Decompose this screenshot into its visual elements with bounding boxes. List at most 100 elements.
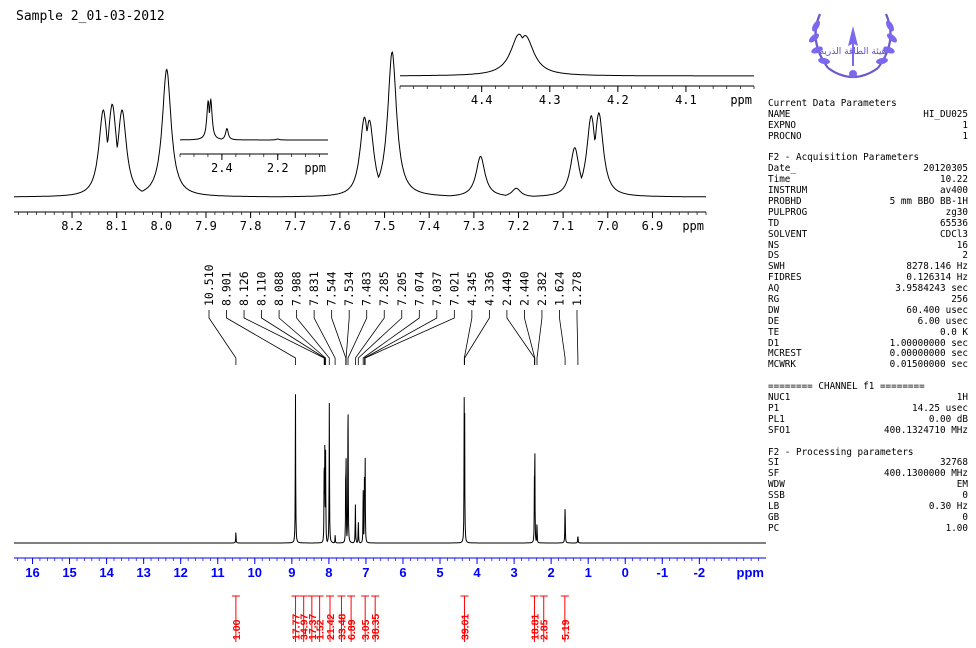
- x-tick-label: 7.5: [374, 219, 396, 233]
- param-key: NAME: [768, 108, 791, 120]
- peak-label: 1.278: [570, 271, 584, 306]
- param-value: 65536: [940, 217, 968, 229]
- param-section-title: F2 - Acquisition Parameters: [768, 152, 920, 164]
- x-tick-label: 14: [99, 565, 114, 580]
- param-value: 0.0 K: [940, 326, 968, 338]
- methyl-expansion-trace: [180, 97, 328, 141]
- param-section-title: Current Data Parameters: [768, 98, 897, 109]
- param-section-title: ======== CHANNEL f1 ========: [768, 381, 925, 393]
- x-tick-label: 7: [362, 565, 369, 580]
- param-value: av400: [940, 185, 968, 197]
- param-key: FIDRES: [768, 272, 802, 284]
- param-key: DS: [768, 250, 780, 262]
- x-tick-label: 13: [136, 565, 150, 580]
- peak-label: 8.088: [272, 271, 286, 306]
- x-tick-label: 16: [25, 565, 39, 580]
- peak-label: 2.449: [500, 271, 514, 306]
- x-tick-label: 4.2: [607, 93, 629, 107]
- param-key: PC: [768, 522, 780, 534]
- param-key: SF: [768, 468, 780, 480]
- param-key: AQ: [768, 283, 780, 295]
- peak-label: 7.831: [307, 271, 321, 306]
- x-tick-label: 4.4: [471, 93, 493, 107]
- x-tick-label: 8.1: [106, 219, 128, 233]
- x-tick-label: 7.0: [597, 219, 619, 233]
- param-value: HI_DU025: [923, 108, 968, 120]
- x-tick-label: 12: [173, 565, 187, 580]
- x-axis-title: ppm: [737, 565, 764, 580]
- param-key: SI: [768, 457, 780, 469]
- peak-label: 4.336: [482, 271, 496, 306]
- integral-value: 18.81: [529, 614, 541, 640]
- integral-value: 38.35: [370, 614, 382, 640]
- param-key: Date_: [768, 163, 796, 175]
- param-value: 1.00: [945, 522, 968, 534]
- integral-value: 3.05: [360, 619, 372, 640]
- peak-label: 8.110: [255, 271, 269, 306]
- peak-label-connector: [576, 310, 579, 365]
- integral-value: 6.89: [346, 619, 358, 640]
- x-tick-label: 7.9: [195, 219, 217, 233]
- x-tick-label: 4.3: [539, 93, 561, 107]
- x-tick-label: 5: [436, 565, 443, 580]
- peak-label: 1.624: [552, 271, 566, 306]
- x-tick-label: 0: [622, 565, 629, 580]
- peak-label: 7.205: [395, 271, 409, 306]
- peak-label: 10.510: [202, 264, 216, 306]
- peak-label: 7.988: [290, 271, 304, 306]
- peak-label-connector: [506, 310, 535, 365]
- peak-label: 7.285: [377, 271, 391, 306]
- param-row: Date_20120305: [768, 163, 968, 175]
- peak-label-connector: [536, 310, 543, 365]
- param-key: PL1: [768, 413, 785, 425]
- x-tick-label: 2.2: [267, 161, 289, 175]
- param-value: EM: [956, 479, 968, 491]
- x-tick-label: 9: [288, 565, 295, 580]
- param-value: 0: [962, 490, 968, 502]
- x-tick-label: 7.3: [463, 219, 485, 233]
- param-value: 14.25 usec: [912, 402, 968, 414]
- param-key: P1: [768, 402, 780, 414]
- x-tick-label: -1: [656, 565, 668, 580]
- peak-label-connector: [243, 310, 325, 365]
- organization-logo: هيئة الطاقة الذرية: [798, 6, 908, 92]
- peak-label-connector: [296, 310, 330, 365]
- param-value: 0.00000000 sec: [889, 348, 968, 360]
- integral-value: 39.01: [459, 614, 471, 640]
- param-value: 1: [962, 119, 968, 131]
- param-value: 16: [956, 239, 968, 251]
- x-tick-label: -2: [694, 565, 706, 580]
- integral-value: 1.00: [231, 619, 243, 640]
- param-section-title: F2 - Processing parameters: [768, 446, 914, 458]
- peak-label: 7.534: [342, 271, 356, 306]
- param-key: LB: [768, 500, 780, 512]
- x-tick-label: 10: [248, 565, 262, 580]
- peak-label: 7.483: [360, 271, 374, 306]
- param-key: SWH: [768, 261, 785, 273]
- param-value: 8278.146 Hz: [906, 261, 968, 273]
- peak-label-connector: [278, 310, 326, 365]
- x-tick-label: 2.4: [211, 161, 233, 175]
- param-key: MCREST: [768, 348, 802, 360]
- integral-value: 5.19: [560, 619, 572, 640]
- param-value: 2: [962, 250, 968, 262]
- param-key: RG: [768, 294, 780, 306]
- param-value: 0.01500000 sec: [889, 359, 968, 371]
